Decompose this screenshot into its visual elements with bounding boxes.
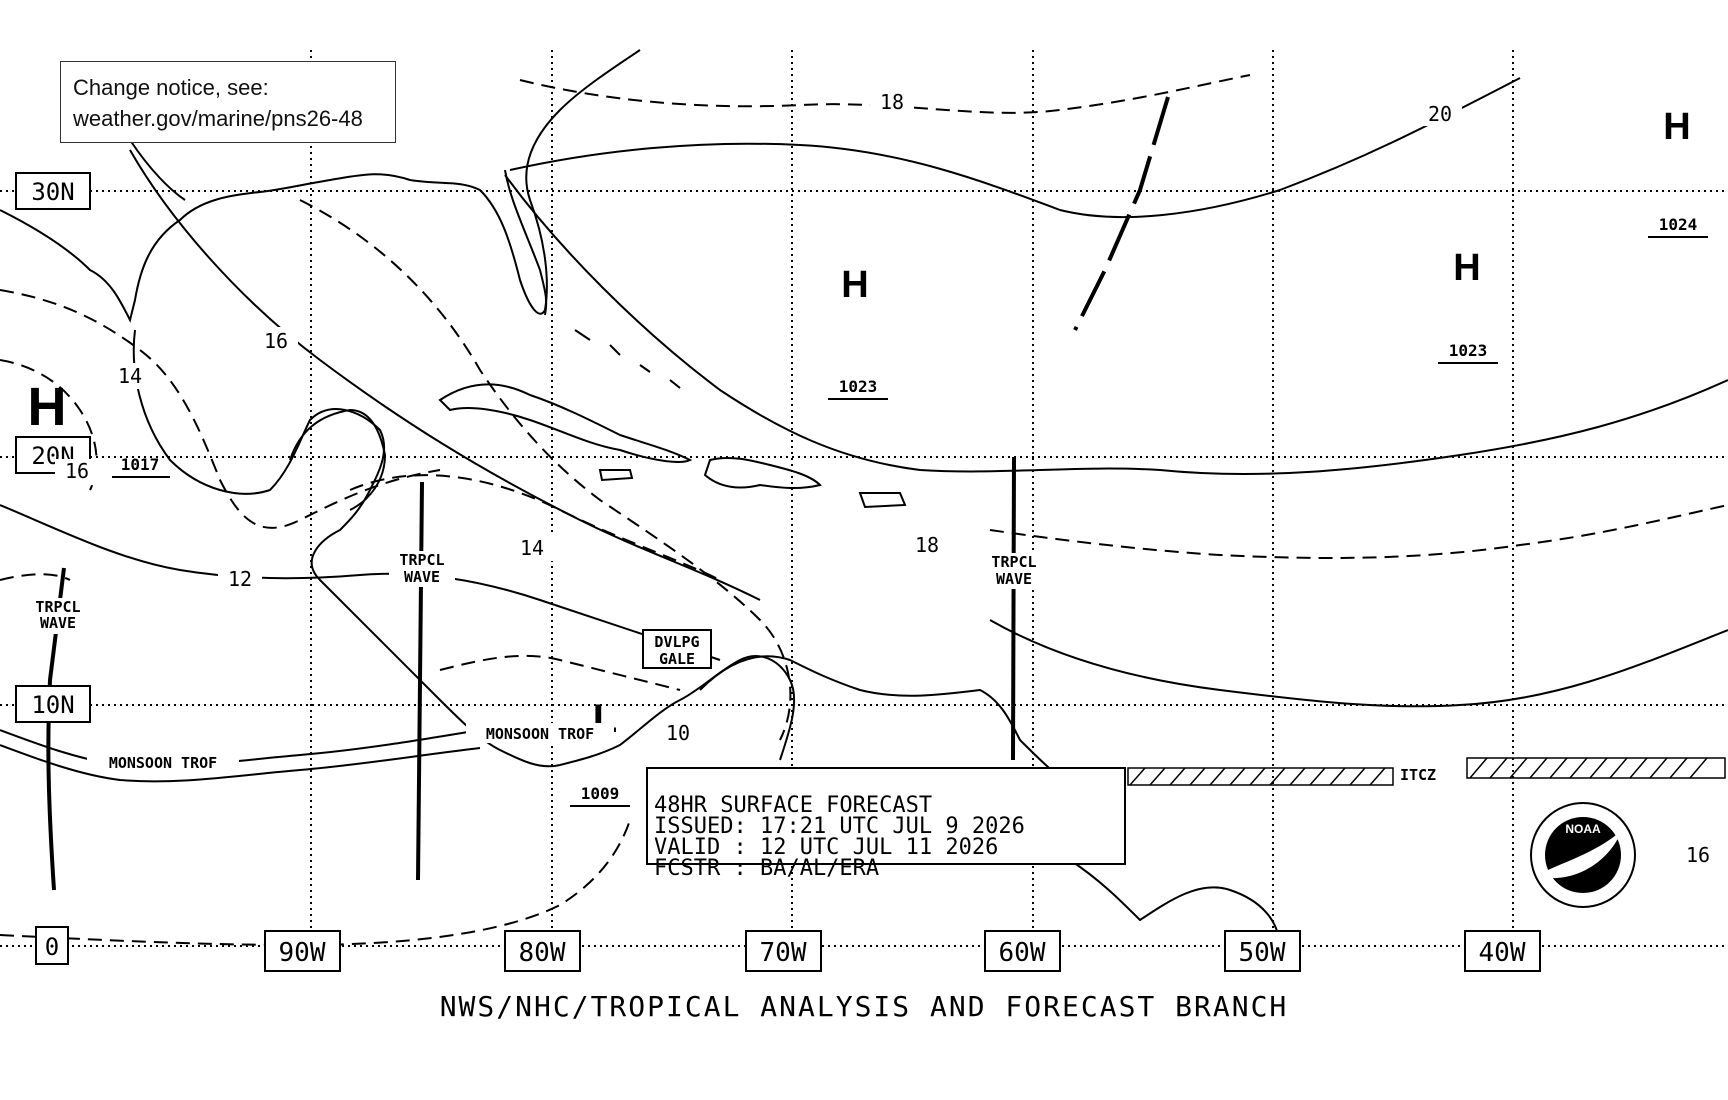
- lon-label-50w: 50W: [1239, 938, 1286, 968]
- forecast-title: 48HR SURFACE FORECAST: [654, 793, 933, 818]
- isobar-1010: [0, 729, 481, 768]
- cuba: [438, 383, 693, 463]
- monsoon-trough-label-east: MONSOON TROF: [486, 725, 594, 743]
- longitude-labels: 90W 80W 70W 60W 50W 40W: [264, 930, 1541, 972]
- isobar-1010-central: [439, 654, 681, 691]
- noaa-logo-icon: NOAA: [1530, 802, 1636, 908]
- lat-label-10n: 10N: [31, 691, 74, 719]
- isobars-dashed: [0, 74, 1728, 947]
- pressure-value-1023-atlantic: 1023: [1449, 341, 1488, 360]
- pressure-centers: H H H H L: [28, 106, 1691, 741]
- frontal-trough: [1073, 96, 1170, 331]
- isobar-1018-atl: [989, 504, 1728, 559]
- isobar-1018: [504, 174, 1728, 476]
- lat-label-30n: 30N: [31, 178, 74, 206]
- itcz-label: ITCZ: [1400, 766, 1436, 784]
- puerto-rico: [858, 492, 907, 509]
- tropical-wave-label-central-line1: TRPCL: [399, 551, 444, 569]
- lon-label-90w: 90W: [279, 938, 326, 968]
- lon-label-40w: 40W: [1479, 938, 1526, 968]
- isobar-label-14-caribbean: 14: [520, 536, 544, 560]
- isobar-label-12: 12: [228, 567, 252, 591]
- footer-agency: NWS/NHC/TROPICAL ANALYSIS AND FORECAST B…: [439, 990, 1289, 1023]
- venezuela-coast: [699, 655, 1081, 791]
- pressure-value-1017: 1017: [121, 455, 160, 474]
- mexico-coast: [132, 329, 561, 768]
- isobar-1012: [0, 504, 721, 661]
- svg-text:NOAA: NOAA: [1565, 822, 1601, 836]
- isobar-1020: [509, 77, 1521, 219]
- isobar-1014: [989, 619, 1728, 708]
- florida-east: [504, 169, 548, 316]
- isobar-1016: [129, 149, 761, 601]
- isobars-solid: [0, 77, 1728, 783]
- developing-gale-label-line2: GALE: [659, 650, 695, 668]
- tropical-wave-label-west-line2: WAVE: [40, 614, 76, 632]
- isobar-label-16-east: 16: [1686, 843, 1710, 867]
- lon-label-70w: 70W: [760, 938, 807, 968]
- bahamas: [574, 329, 681, 389]
- itcz-band: [1127, 757, 1726, 786]
- lat-label-0: 0: [45, 933, 59, 961]
- isobar-1014-mid: [299, 199, 792, 741]
- us-gulf-coast-inland: [129, 139, 186, 201]
- high-center-east-symbol: H: [1663, 106, 1690, 148]
- lon-label-80w: 80W: [519, 938, 566, 968]
- isobar-label-10: 10: [666, 721, 690, 745]
- isobar-label-16-gulf: 16: [264, 329, 288, 353]
- isobar-label-18-north: 18: [880, 90, 904, 114]
- pressure-value-1023-gulf: 1023: [839, 377, 878, 396]
- isobar-1018-north: [519, 74, 1251, 114]
- coastlines: [0, 49, 1281, 951]
- forecast-forecasters: FCSTR : BA/AL/ERA: [654, 856, 880, 881]
- tropical-wave-label-east-line1: TRPCL: [991, 553, 1036, 571]
- isobar-1014-gulf: [0, 289, 441, 529]
- forecast-valid: VALID : 12 UTC JUL 11 2026: [654, 835, 999, 860]
- high-center-west-symbol: H: [28, 377, 67, 437]
- isobar-label-18-atlantic: 18: [915, 533, 939, 557]
- isobar-label-16-west: 16: [65, 459, 89, 483]
- tropical-wave-label-east-line2: WAVE: [996, 570, 1032, 588]
- hispaniola: [703, 456, 822, 489]
- us-gulf-coast: [0, 49, 641, 323]
- lon-label-60w: 60W: [999, 938, 1046, 968]
- high-center-atlantic-symbol: H: [1453, 247, 1480, 289]
- high-center-gulf-symbol: H: [841, 264, 868, 306]
- change-notice: Change notice, see: weather.gov/marine/p…: [60, 61, 396, 143]
- isobar-1010-south: [0, 819, 631, 947]
- monsoon-trough-label-west: MONSOON TROF: [109, 754, 217, 772]
- forecast-issued: ISSUED: 17:21 UTC JUL 9 2026: [654, 814, 1025, 839]
- tropical-wave-label-central-line2: WAVE: [404, 568, 440, 586]
- isobar-1014-central: [349, 474, 721, 581]
- isobar-labels: 18 20 16 14 16 14 12 18 10 16: [55, 88, 1720, 869]
- isobar-1012-west: [0, 573, 71, 581]
- pressure-values: 1017 1023 1023 1024 1009: [112, 215, 1708, 807]
- isobar-1010b: [0, 744, 481, 783]
- tropical-wave-label-west-line1: TRPCL: [35, 598, 80, 616]
- pressure-value-1024: 1024: [1659, 215, 1698, 234]
- yucatan: [289, 408, 387, 511]
- change-notice-line1: Change notice, see:: [73, 75, 269, 100]
- tropical-wave-east: [1011, 456, 1016, 761]
- feature-labels: TRPCL WAVE TRPCL WAVE TRPCL WAVE MONSOON…: [25, 551, 1443, 784]
- pressure-value-1009: 1009: [581, 784, 620, 803]
- tropical-wave-central: [416, 481, 424, 881]
- isobar-label-14-gulf: 14: [118, 364, 142, 388]
- change-notice-line2: weather.gov/marine/pns26-48: [73, 106, 363, 131]
- isobar-label-20: 20: [1428, 102, 1452, 126]
- jamaica: [598, 469, 634, 482]
- developing-gale-label-line1: DVLPG: [654, 633, 699, 651]
